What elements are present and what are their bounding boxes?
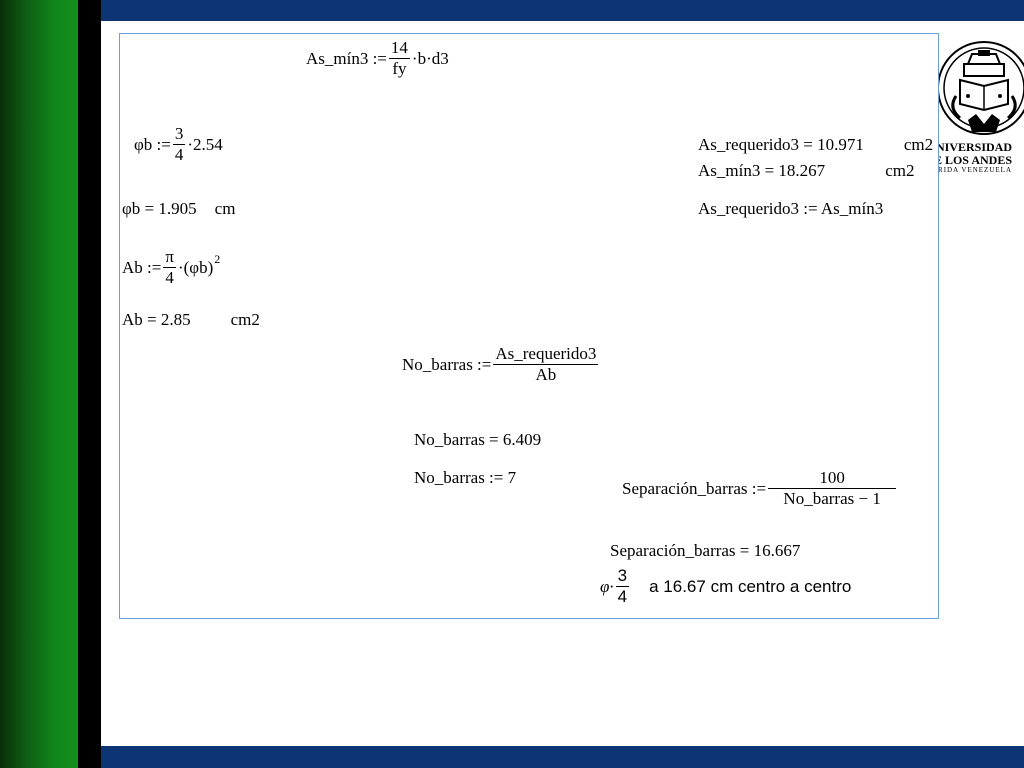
eq-unit: cm2 <box>903 135 934 154</box>
fraction: π 4 <box>163 247 176 288</box>
left-decorative-bar <box>0 0 78 768</box>
eq-text: As_requerido3 = 10.971 <box>698 135 864 154</box>
fraction-numerator: 3 <box>615 566 630 587</box>
eq-as-min3-result[interactable]: As_mín3 = 18.267 cm2 <box>698 161 914 181</box>
eq-phib-definition[interactable]: φb := 3 4 ·2.54 <box>134 124 223 165</box>
eq-text: Separación_barras = 16.667 <box>610 541 801 560</box>
eq-lhs: Separación_barras := <box>622 478 767 498</box>
eq-rest: ·2.54 <box>187 134 223 154</box>
logo-line-3: MÉRIDA VENEZUELA <box>925 166 1012 174</box>
eq-as-min3-definition[interactable]: As_mín3 := 14 fy ·b·d3 <box>306 38 449 79</box>
eq-text: No_barras := 7 <box>414 468 517 487</box>
eq-no-barras-assign[interactable]: No_barras := 7 <box>414 468 516 488</box>
fraction-numerator: 14 <box>388 38 410 59</box>
logo-line-2: DE LOS ANDES <box>925 153 1012 167</box>
fraction-denominator: fy <box>392 59 407 78</box>
eq-unit: cm2 <box>885 161 915 180</box>
eq-as-requerido3-result[interactable]: As_requerido3 = 10.971 cm2 <box>698 135 933 155</box>
fraction-denominator: Ab <box>535 365 557 384</box>
eq-lhs: φb := <box>134 134 171 154</box>
fraction: 3 4 <box>615 566 630 607</box>
eq-phib-result[interactable]: φb = 1.905 cm <box>122 199 235 219</box>
fraction-numerator: 3 <box>172 124 186 145</box>
university-logo: UNIVERSIDAD DE LOS ANDES MÉRIDA VENEZUEL… <box>925 36 1024 176</box>
eq-as-requerido3-assign[interactable]: As_requerido3 := As_mín3 <box>698 199 883 219</box>
fraction: 14 fy <box>388 38 410 79</box>
left-black-strip <box>78 0 101 768</box>
fraction-numerator: π <box>163 247 176 268</box>
eq-rest: ·b·d3 <box>411 48 449 68</box>
eq-rest: ·(φb) <box>177 257 214 277</box>
eq-final-statement[interactable]: φ· 3 4 a 16.67 cm centro a centro <box>600 566 851 607</box>
eq-text: As_requerido3 := As_mín3 <box>698 199 884 218</box>
eq-text: φb = 1.905 <box>122 199 197 218</box>
eq-lhs: φ· <box>600 576 614 596</box>
mathcad-worksheet: As_mín3 := 14 fy ·b·d3 φb := 3 4 ·2.54 φ… <box>119 33 939 619</box>
eq-lhs: As_mín3 := <box>306 48 387 68</box>
eq-lhs: No_barras := <box>402 354 492 374</box>
eq-exponent: 2 <box>214 251 221 266</box>
fraction: 3 4 <box>172 124 186 165</box>
top-banner <box>101 0 1024 21</box>
bottom-banner <box>101 746 1024 768</box>
eq-separacion-result[interactable]: Separación_barras = 16.667 <box>610 541 800 561</box>
eq-separacion-definition[interactable]: Separación_barras := 100 No_barras − 1 <box>622 468 898 509</box>
fraction-denominator: 4 <box>174 145 184 164</box>
eq-unit: cm <box>214 199 236 218</box>
fraction-numerator: 100 <box>768 468 897 489</box>
fraction-numerator: As_requerido3 <box>493 344 599 365</box>
eq-text: As_mín3 = 18.267 <box>698 161 826 180</box>
eq-text: a 16.67 cm centro a centro <box>649 576 852 596</box>
eq-no-barras-definition[interactable]: No_barras := As_requerido3 Ab <box>402 344 600 385</box>
eq-ab-result[interactable]: Ab = 2.85 cm2 <box>122 310 260 330</box>
fraction: As_requerido3 Ab <box>493 344 599 385</box>
eq-text: Ab = 2.85 <box>122 310 191 329</box>
eq-ab-definition[interactable]: Ab := π 4 ·(φb) 2 <box>122 247 220 288</box>
fraction-denominator: 4 <box>165 268 174 287</box>
fraction: 100 No_barras − 1 <box>768 468 897 509</box>
logo-line-1: UNIVERSIDAD <box>927 140 1012 154</box>
eq-no-barras-result[interactable]: No_barras = 6.409 <box>414 430 541 450</box>
eq-unit: cm2 <box>230 310 260 329</box>
eq-lhs: Ab := <box>122 257 162 277</box>
fraction-denominator: 4 <box>617 587 628 606</box>
fraction-denominator: No_barras − 1 <box>783 489 881 508</box>
university-seal-icon <box>938 41 1024 135</box>
eq-text: No_barras = 6.409 <box>414 430 542 449</box>
